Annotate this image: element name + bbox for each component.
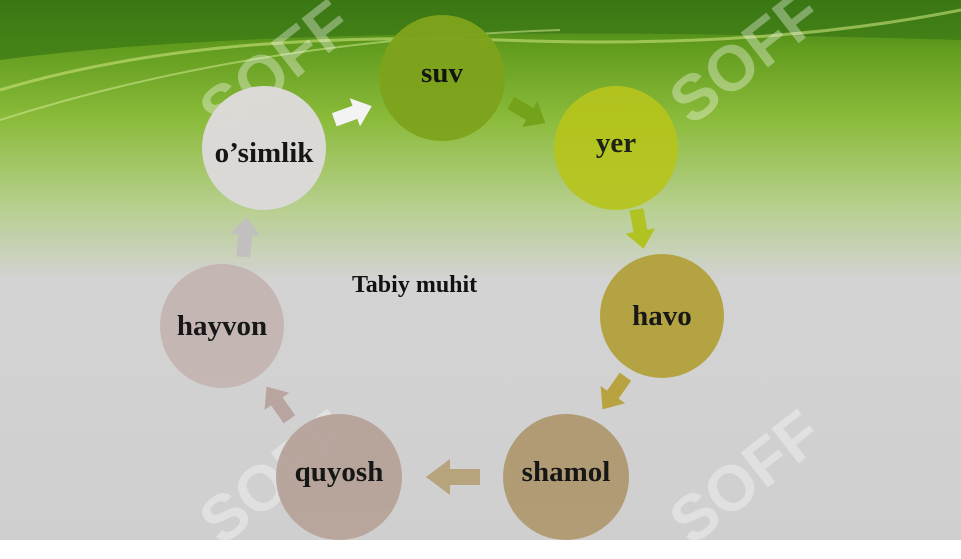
arrow-icon — [625, 208, 656, 249]
node-hayvon: hayvon — [160, 264, 284, 388]
center-label: Tabiy muhit — [352, 272, 478, 298]
arrow-icon — [331, 98, 372, 127]
node-label: yer — [595, 126, 637, 159]
node-quyosh: quyosh — [276, 414, 402, 540]
node-label: shamol — [521, 455, 611, 488]
node-yer: yer — [554, 86, 678, 210]
arrow-icon — [230, 217, 261, 258]
node-label: o’simlik — [214, 136, 314, 169]
node-label: quyosh — [294, 455, 384, 488]
arrow-icon — [264, 386, 296, 424]
arrow-icon — [600, 372, 632, 410]
node-shamol: shamol — [503, 414, 629, 540]
node-suv: suv — [379, 15, 505, 141]
node-label: hayvon — [176, 309, 268, 342]
arrow-icon — [426, 459, 480, 495]
node-osimlik: o’simlik — [202, 86, 326, 210]
node-label: suv — [421, 56, 463, 89]
node-havo: havo — [600, 254, 724, 378]
arrow-icon — [507, 96, 546, 127]
node-label: havo — [632, 299, 692, 332]
